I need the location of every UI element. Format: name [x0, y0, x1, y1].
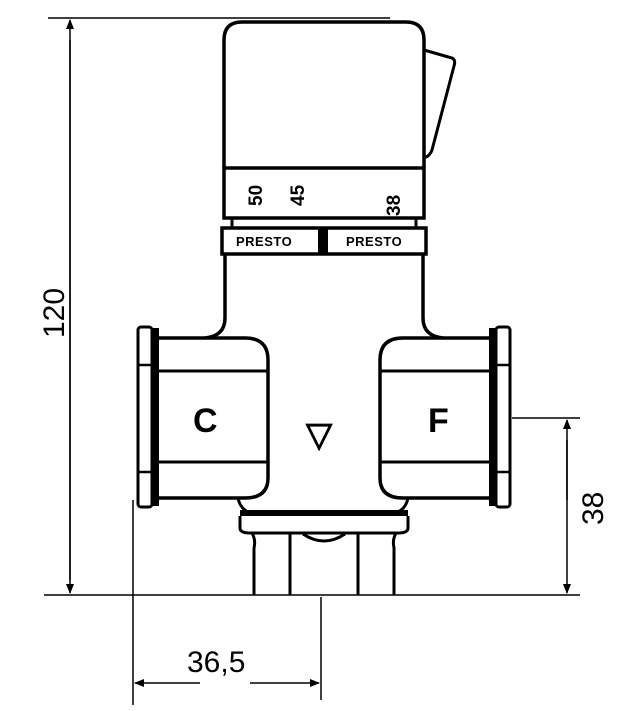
knob-lever: [423, 48, 457, 160]
outlet-arc: [302, 532, 346, 543]
outlet-fitting: [238, 510, 410, 595]
outlet-collar-band: [240, 510, 408, 516]
body-left-neck: [204, 254, 227, 340]
control-knob: [222, 20, 457, 168]
scale-mark-38: 38: [384, 195, 405, 216]
dimension-height-120: 120: [38, 17, 390, 596]
port-hot-label: C: [193, 402, 218, 440]
dimension-port-38: 38: [512, 417, 610, 594]
port-hot-flange-thick: [152, 328, 159, 506]
scale-mark-50: 50: [246, 185, 267, 206]
port-cold-label: F: [428, 402, 449, 440]
dimension-width-36-5: 36,5: [132, 500, 322, 705]
scale-band: [222, 166, 426, 220]
outlet-symbol: ▽: [305, 416, 333, 454]
brand-label-left: PRESTO: [236, 234, 292, 249]
brand-label-right: PRESTO: [346, 234, 402, 249]
dimension-label-120: 120: [38, 288, 71, 338]
port-cold-nut: [494, 325, 512, 509]
port-hot-nut: [136, 325, 154, 509]
knob-cap-outline: [222, 20, 426, 168]
body-right-neck: [421, 254, 444, 340]
port-cold: F: [378, 325, 512, 509]
port-cold-flange-thick: [489, 328, 496, 506]
temperature-scale-ring: 50 45 38: [222, 166, 426, 220]
brand-band: PRESTO PRESTO: [220, 218, 428, 256]
port-hot-body: [158, 336, 270, 500]
scale-mark-45: 45: [288, 184, 309, 206]
dimension-label-38: 38: [577, 492, 610, 525]
brand-divider: [318, 229, 328, 253]
port-cold-body: [378, 336, 490, 500]
port-hot: C: [136, 325, 270, 509]
dimension-label-36-5: 36,5: [187, 646, 245, 679]
